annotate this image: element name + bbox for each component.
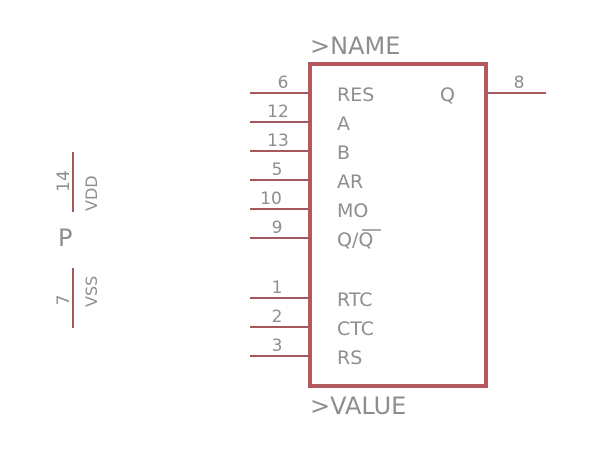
left-pin-3[interactable]: 3 RS	[250, 336, 362, 369]
pin-name: RTC	[337, 289, 373, 311]
pin-name: AR	[337, 171, 363, 193]
left-pin-2[interactable]: 2 CTC	[250, 307, 374, 340]
pin-name: MO	[337, 200, 368, 222]
left-pin-5[interactable]: 5 AR	[250, 160, 363, 193]
pin-name: Q	[440, 84, 455, 106]
left-pin-10[interactable]: 10 MO	[250, 189, 368, 222]
pin-name: VSS	[82, 276, 101, 307]
left-pin-1[interactable]: 1 RTC	[250, 278, 373, 311]
ic-body[interactable]	[308, 62, 488, 388]
pin-number: 3	[272, 336, 283, 356]
pin-number: 1	[272, 278, 283, 298]
left-pin-13[interactable]: 13 B	[250, 131, 350, 164]
pin-number: 9	[272, 218, 283, 238]
pin-number: 10	[260, 189, 282, 209]
pin-number: 12	[267, 102, 289, 122]
right-pin-8[interactable]: 8 Q	[440, 73, 546, 106]
left-pin-9[interactable]: 9 Q/Q	[250, 218, 381, 251]
pin-number: 7	[54, 295, 74, 306]
pin-name: A	[337, 113, 350, 135]
pin-name: B	[337, 142, 350, 164]
pin-number: 2	[272, 307, 283, 327]
left-pin-12[interactable]: 12 A	[250, 102, 350, 135]
pin-name: Q/Q	[337, 229, 373, 251]
left-pin-6[interactable]: 6 RES	[250, 73, 374, 106]
part-value-label: >VALUE	[310, 392, 406, 420]
pin-name: CTC	[337, 318, 374, 340]
pin-number: 8	[514, 73, 525, 93]
power-pin-vdd[interactable]: 14 VDD	[54, 152, 101, 212]
pin-number: 5	[272, 160, 283, 180]
part-name-label: >NAME	[310, 32, 400, 60]
pin-number: 13	[267, 131, 289, 151]
pin-number: 6	[278, 73, 289, 93]
pin-name: RES	[337, 84, 374, 106]
pin-name: RS	[337, 347, 362, 369]
power-symbol[interactable]: P 14 VDD 7 VSS	[54, 152, 101, 328]
power-pin-vss[interactable]: 7 VSS	[54, 268, 101, 328]
pin-name: VDD	[82, 175, 101, 211]
power-symbol-label: P	[58, 224, 72, 252]
pin-number: 14	[54, 170, 74, 192]
